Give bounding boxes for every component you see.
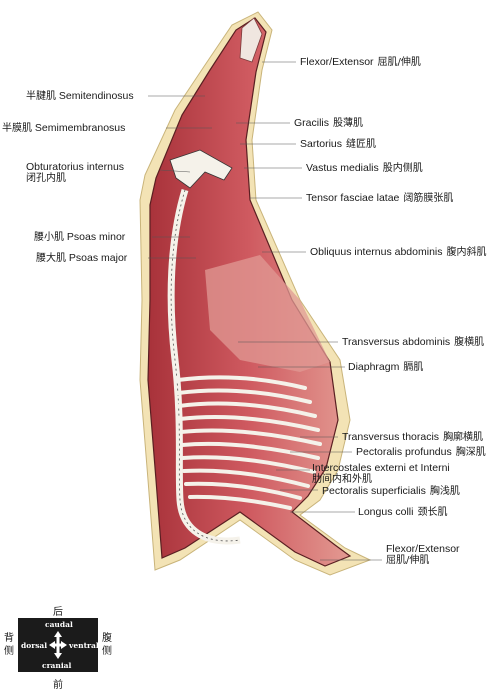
label-en: Pectoralis profundus (356, 446, 452, 458)
label-zh: 腹内斜肌 (446, 247, 487, 258)
compass-cranial: cranial (42, 661, 72, 670)
label-zh: 腰大肌 (36, 253, 66, 264)
label-intercostales: Intercostales externi et Interni 肋间内和外肌 (312, 462, 450, 486)
label-psoas-minor: 腰小肌 Psoas minor (34, 231, 125, 244)
label-zh: 腹横肌 (454, 337, 485, 348)
compass-dorsal: dorsal (21, 641, 48, 650)
label-zh: 半腱肌 (26, 91, 56, 102)
label-zh: 膈肌 (403, 362, 424, 373)
label-zh: 颈长肌 (417, 507, 448, 518)
label-semimembranosus: 半膜肌 Semimembranosus (2, 122, 125, 135)
label-zh: 股内侧肌 (382, 163, 423, 174)
label-en: Psoas minor (66, 231, 126, 243)
label-zh: 腰小肌 (34, 232, 64, 243)
label-zh: 胸深肌 (455, 447, 486, 458)
label-zh: 缝匠肌 (346, 139, 377, 150)
label-en: Diaphragm (348, 361, 400, 373)
orientation-bottom-zh: 前 (53, 680, 63, 691)
label-en: Obliquus internus abdominis (310, 246, 443, 258)
compass-ventral: ventral (69, 641, 99, 650)
label-zh: 股薄肌 (333, 118, 364, 129)
label-obturatorius-internus: Obturatorius internus 闭孔内肌 (26, 161, 124, 185)
compass-arrows-icon (49, 631, 67, 659)
compass-caudal: caudal (45, 620, 73, 629)
orientation-left-zh: 背侧 (4, 633, 14, 657)
abdominal-area (205, 255, 330, 372)
label-en: Flexor/Extensor (386, 543, 460, 555)
label-en: Flexor/Extensor (300, 56, 374, 68)
label-zh: 屈肌/伸肌 (377, 57, 421, 68)
label-zh: 肋间内和外肌 (312, 474, 372, 485)
label-en: Transversus abdominis (342, 336, 451, 348)
label-en: Semimembranosus (34, 122, 126, 134)
label-en: Psoas major (68, 252, 128, 264)
label-en: Sartorius (300, 138, 343, 150)
label-en: Longus colli (358, 506, 414, 518)
label-zh: 阔筋膜张肌 (403, 193, 454, 204)
hock-bone (239, 17, 263, 63)
label-zh: 屈肌/伸肌 (386, 555, 430, 566)
orientation-top-zh: 后 (53, 607, 63, 618)
label-en: Obturatorius internus (26, 161, 125, 173)
label-zh: 胸廓横肌 (443, 432, 484, 443)
label-zh: 胸浅肌 (429, 486, 460, 497)
label-flexor-extensor-bottom: Flexor/Extensor 屈肌/伸肌 (386, 543, 460, 567)
label-en: Pectoralis superficialis (322, 485, 426, 497)
label-en: Tensor fasciae latae (306, 192, 400, 204)
label-zh: 闭孔内肌 (26, 173, 66, 184)
label-en: Semitendinosus (58, 90, 134, 102)
label-en: Vastus medialis (306, 162, 379, 174)
orientation-right-zh: 腹侧 (102, 633, 112, 657)
label-psoas-major: 腰大肌 Psoas major (36, 252, 127, 265)
label-en: Transversus thoracis (342, 431, 440, 443)
leader-lines (148, 61, 382, 561)
label-semitendinosus: 半腱肌 Semitendinosus (26, 90, 134, 103)
label-en: Gracilis (294, 117, 330, 129)
label-en: Intercostales externi et Interni (312, 462, 450, 474)
orientation-compass: caudal cranial dorsal ventral (18, 618, 99, 672)
pelvis-bone (169, 149, 233, 189)
ribs (176, 375, 322, 510)
label-zh: 半膜肌 (2, 123, 32, 134)
